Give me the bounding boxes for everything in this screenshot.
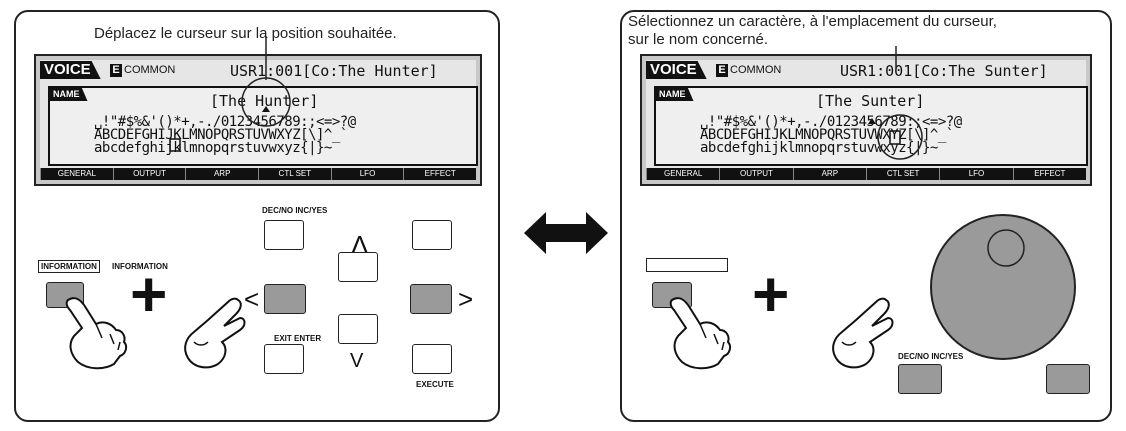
- right-pointing-hand-icon: [669, 297, 732, 370]
- double-arrow-icon: [524, 212, 608, 254]
- right-dec-no-button[interactable]: [898, 364, 942, 394]
- left-header-value: USR1:001[Co:The Hunter]: [230, 62, 438, 80]
- right-tab-effect[interactable]: EFFECT: [1012, 168, 1086, 180]
- left-left-arrow-icon: <: [244, 284, 260, 314]
- left-info-label: INFORMATION: [112, 262, 168, 271]
- left-execute-label: EXECUTE: [416, 380, 454, 389]
- left-charset-line2: ABCDEFGHIJKLMNOPQRSTUVWXYZ[\]^_`: [94, 127, 348, 143]
- left-cursor-down-button[interactable]: [338, 314, 378, 344]
- right-lcd-screen: VOICE E COMMON USR1:001[Co:The Sunter] N…: [640, 54, 1092, 186]
- left-tab-output[interactable]: OUTPUT: [112, 168, 186, 180]
- left-name-value: [The Hunter]: [210, 92, 319, 110]
- left-e-mark: E: [110, 64, 122, 77]
- left-lcd-screen: VOICE E COMMON USR1:001[Co:The Hunter] N…: [34, 54, 482, 186]
- right-tab-arp[interactable]: ARP: [792, 168, 866, 180]
- left-tab-ctl-set[interactable]: CTL SET: [258, 168, 331, 180]
- left-lcd-tabbar: GENERAL OUTPUT ARP CTL SET LFO EFFECT: [40, 168, 476, 180]
- right-caption-line1: Sélectionnez un caractère, à l'emplaceme…: [628, 13, 997, 30]
- left-lcd-inner: VOICE E COMMON USR1:001[Co:The Hunter] N…: [40, 60, 478, 180]
- left-caption: Déplacez le curseur sur la position souh…: [94, 25, 397, 42]
- left-info-box-label: INFORMATION: [38, 260, 100, 273]
- left-cursor-up-button[interactable]: [338, 252, 378, 282]
- left-tab-arp[interactable]: ARP: [185, 168, 258, 180]
- left-execute-button[interactable]: [412, 344, 452, 374]
- right-tab-lfo[interactable]: LFO: [939, 168, 1012, 180]
- left-tab-lfo[interactable]: LFO: [330, 168, 404, 180]
- right-e-mark: E: [716, 64, 728, 77]
- left-plus-sign: +: [130, 258, 168, 330]
- right-tab-general[interactable]: GENERAL: [646, 168, 719, 180]
- left-up-arrow-icon: Λ: [351, 230, 369, 260]
- left-pointing-hand-icon: [65, 297, 128, 370]
- right-tab-output[interactable]: OUTPUT: [719, 168, 792, 180]
- right-inc-yes-button[interactable]: [1046, 364, 1090, 394]
- left-down-arrow-icon: V: [350, 350, 364, 372]
- left-voice-tab: VOICE: [40, 61, 101, 79]
- left-cursor-right-button[interactable]: [410, 284, 452, 314]
- left-exit-enter-label: EXIT ENTER: [274, 334, 322, 343]
- left-two-finger-hand-icon: [184, 297, 246, 369]
- right-plus-sign: +: [752, 258, 790, 330]
- right-dec-inc-label: DEC/NO INC/YES: [898, 352, 964, 361]
- right-information-label-box: [646, 258, 728, 272]
- right-name-box: NAME [The Sunter] ␣!"#$%&'()*+,-./012345…: [654, 86, 1088, 166]
- left-tab-effect[interactable]: EFFECT: [403, 168, 476, 180]
- left-dec-inc-label: DEC/NO INC/YES: [262, 206, 328, 215]
- right-common-label: COMMON: [730, 64, 782, 76]
- left-charset-line3: abcdefghijklmnopqrstuvwxyz{|}~: [94, 140, 332, 156]
- right-name-tab: NAME: [656, 88, 694, 101]
- right-caption-line2: sur le nom concerné.: [628, 31, 769, 48]
- left-exit-button[interactable]: [264, 344, 304, 374]
- left-dec-no-button[interactable]: [264, 220, 304, 250]
- right-tab-ctl-set[interactable]: CTL SET: [865, 168, 939, 180]
- left-cursor-left-button[interactable]: [264, 284, 306, 314]
- right-header-value: USR1:001[Co:The Sunter]: [840, 62, 1048, 80]
- right-name-value: [The Sunter]: [816, 92, 925, 110]
- right-two-finger-hand-icon: [832, 297, 894, 369]
- right-lcd-tabbar: GENERAL OUTPUT ARP CTL SET LFO EFFECT: [646, 168, 1086, 180]
- left-inc-yes-button[interactable]: [412, 220, 452, 250]
- left-charset-line1: ␣!"#$%&'()*+,-./0123456789:;<=>?@: [94, 114, 356, 130]
- right-charset-line1: ␣!"#$%&'()*+,-./0123456789:;<=>?@: [700, 114, 962, 130]
- right-lcd-inner: VOICE E COMMON USR1:001[Co:The Sunter] N…: [646, 60, 1088, 180]
- left-name-tab: NAME: [50, 88, 88, 101]
- left-tab-general[interactable]: GENERAL: [40, 168, 113, 180]
- right-voice-tab: VOICE: [646, 61, 707, 79]
- left-right-arrow-icon: >: [458, 284, 474, 314]
- right-data-dial[interactable]: [928, 212, 1078, 362]
- left-common-label: COMMON: [124, 64, 176, 76]
